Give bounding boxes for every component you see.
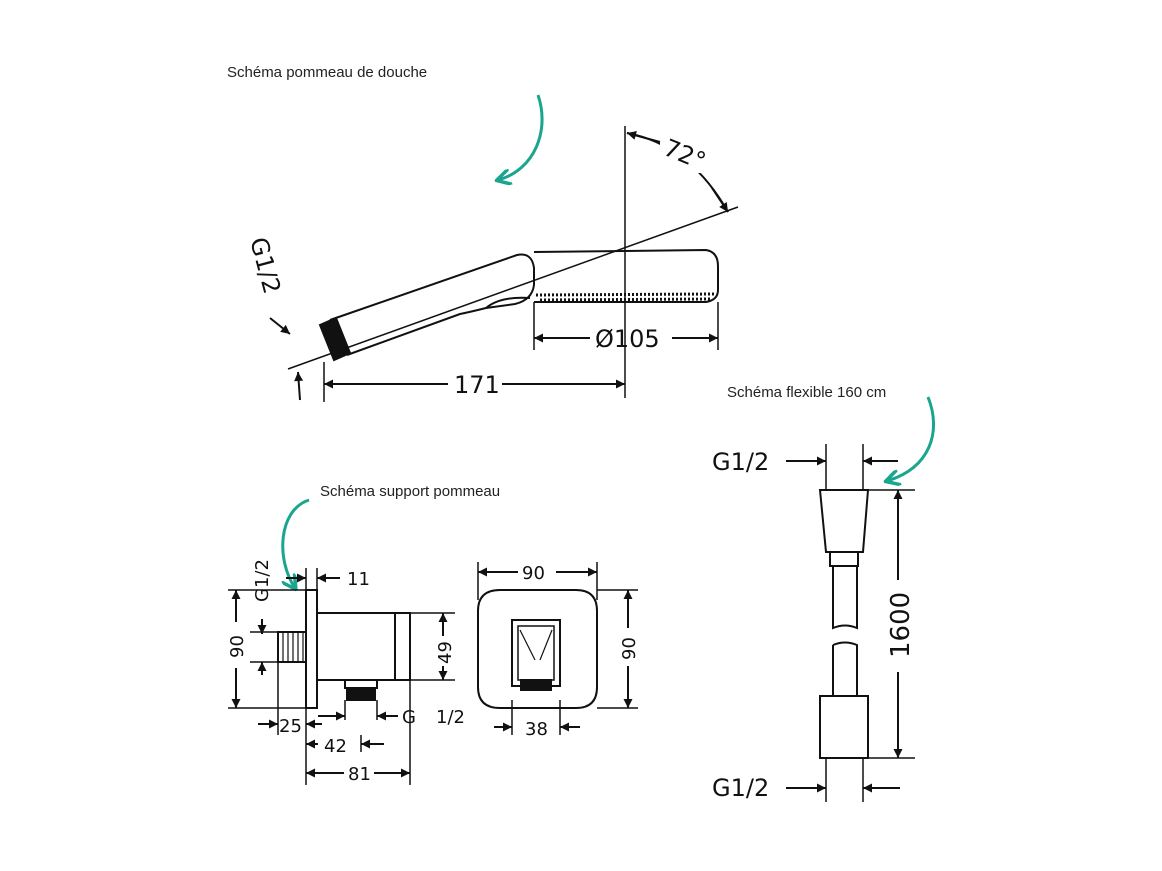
hose-drawing xyxy=(818,444,915,802)
holder-side-drawing xyxy=(228,568,455,785)
holder-front-height-label: 90 xyxy=(619,637,640,660)
holder-outlet-height-label: 49 xyxy=(435,641,456,664)
holder-depth-small-label: 25 xyxy=(279,716,302,737)
holder-front-outlet-label: 38 xyxy=(525,719,548,740)
hose-length-label: 1600 xyxy=(886,592,916,658)
holder-outlet-offset-label: 42 xyxy=(324,736,347,757)
holder-thread-bottom-g-label: G xyxy=(402,707,416,728)
annotation-arrow-hose xyxy=(887,396,936,481)
shower-head-thread-label: G1/2 xyxy=(244,234,286,297)
shower-head-diameter-label: Ø105 xyxy=(595,325,660,353)
holder-front-drawing xyxy=(477,562,638,735)
holder-flange-label: 11 xyxy=(347,569,370,590)
holder-thread-side-label: G1/2 xyxy=(252,559,273,602)
annotation-arrow-shower-head xyxy=(498,94,544,180)
holder-depth-label: 81 xyxy=(348,764,371,785)
annotation-arrow-holder xyxy=(283,498,310,588)
holder-front-width-label: 90 xyxy=(522,563,545,584)
shower-head-drawing xyxy=(287,126,739,402)
caption-shower-head: Schéma pommeau de douche xyxy=(227,64,428,81)
caption-hose: Schéma flexible 160 cm xyxy=(727,384,887,401)
caption-holder: Schéma support pommeau xyxy=(320,483,501,500)
hose-thread-bottom-label: G1/2 xyxy=(712,774,769,802)
holder-height-label: 90 xyxy=(227,635,248,658)
hose-thread-top-label: G1/2 xyxy=(712,448,769,476)
holder-thread-bottom-size-label: 1/2 xyxy=(436,707,465,728)
shower-head-length-label: 171 xyxy=(454,371,500,399)
